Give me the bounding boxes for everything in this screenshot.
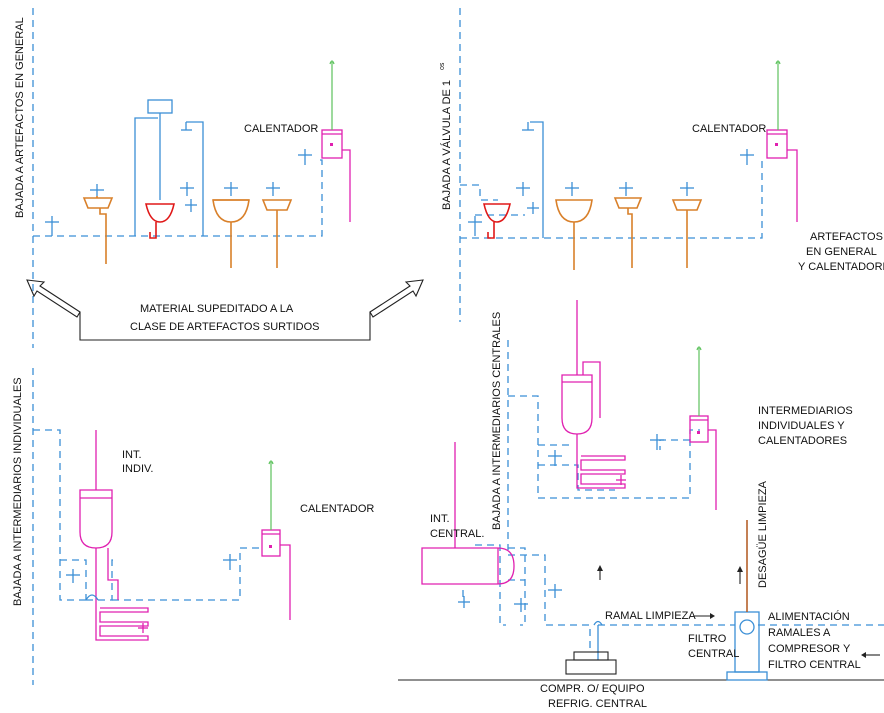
quadrant-top-right: CALENTADOR ARTEFACTOS EN GENERAL Y CALEN… bbox=[439, 8, 884, 322]
material-note: MATERIAL SUPEDITADO A LA CLASE DE ARTEFA… bbox=[26, 279, 424, 341]
label-alimentacion-3: COMPRESOR Y bbox=[768, 643, 851, 655]
label-intermediarios-2: INDIVIDUALES Y bbox=[758, 420, 845, 432]
label-bajada-intermediarios-individuales: BAJADA A INTERMEDIARIOS INDIVIDUALES bbox=[12, 377, 24, 606]
label-int-indiv-2: INDIV. bbox=[122, 463, 153, 475]
branch-valvula bbox=[460, 159, 763, 239]
quadrant-bottom-right: INTERMEDIARIOS INDIVIDUALES Y CALENTADOR… bbox=[398, 300, 884, 710]
int-central-unit bbox=[421, 442, 515, 585]
label-calentador-2: CALENTADOR bbox=[692, 123, 766, 135]
compressor-unit bbox=[565, 565, 617, 675]
label-artefactos-2: EN GENERAL bbox=[806, 246, 877, 258]
label-int-indiv-1: INT. bbox=[122, 449, 142, 461]
label-bajada-artefactos: BAJADA A ARTEFACTOS EN GENERAL bbox=[14, 17, 26, 218]
washbasin-4 bbox=[555, 199, 593, 270]
quadrant-top-left: CALENTADOR BAJADA A ARTEFACTOS EN GENERA… bbox=[14, 8, 351, 348]
heater-1 bbox=[321, 60, 351, 222]
washbasin-2 bbox=[212, 199, 250, 268]
label-filtro-1: FILTRO bbox=[688, 633, 727, 645]
label-artefactos-3: Y CALENTADORES bbox=[798, 261, 884, 273]
label-artefactos-1: ARTEFACTOS bbox=[810, 231, 883, 243]
label-int-central-1: INT. bbox=[430, 513, 450, 525]
label-int-central-2: CENTRAL. bbox=[430, 528, 484, 540]
arrow-left bbox=[26, 279, 81, 318]
label-alimentacion-2: RAMALES A bbox=[768, 627, 831, 639]
washbasin-3 bbox=[261, 199, 293, 268]
heater-2 bbox=[766, 60, 798, 222]
label-compr-1: COMPR. O/ EQUIPO bbox=[540, 683, 645, 695]
flush-tank bbox=[147, 99, 173, 114]
label-compr-2: REFRIG. CENTRAL bbox=[548, 698, 647, 710]
label-intermediarios-3: CALENTADORES bbox=[758, 435, 847, 447]
valve-marks bbox=[45, 149, 312, 236]
label-bajada-valvula: BAJADA A VÁLVULA DE 1 bbox=[440, 80, 453, 210]
filter-unit bbox=[726, 520, 768, 681]
washbasin-6 bbox=[671, 199, 703, 268]
washbasin-1 bbox=[82, 196, 114, 264]
label-material-1: MATERIAL SUPEDITADO A LA bbox=[140, 303, 294, 315]
label-alimentacion-4: FILTRO CENTRAL bbox=[768, 659, 861, 671]
int-indiv-unit-2 bbox=[561, 300, 626, 489]
label-bajada-valvula-sup: os bbox=[439, 62, 446, 70]
arrow-right bbox=[369, 279, 424, 318]
label-filtro-2: CENTRAL bbox=[688, 648, 739, 660]
heater-4 bbox=[689, 346, 717, 510]
label-ramal-limpieza: RAMAL LIMPIEZA bbox=[605, 610, 696, 622]
valve-marks-4 bbox=[458, 434, 664, 612]
label-calentador-3: CALENTADOR bbox=[300, 503, 374, 515]
label-calentador-1: CALENTADOR bbox=[244, 123, 318, 135]
valve-marks-3 bbox=[66, 554, 237, 583]
toilet-2 bbox=[483, 203, 511, 239]
note-bracket bbox=[79, 312, 371, 341]
label-alimentacion-1: ALIMENTACIÓN bbox=[768, 610, 850, 623]
int-indiv-unit bbox=[79, 430, 149, 641]
shower-pipe bbox=[186, 121, 204, 236]
shower-pipe-2 bbox=[530, 121, 544, 238]
heater-3 bbox=[261, 460, 291, 620]
branch-artefactos bbox=[33, 159, 323, 237]
label-material-2: CLASE DE ARTEFACTOS SURTIDOS bbox=[130, 321, 320, 333]
washbasin-5 bbox=[613, 197, 643, 268]
toilet-1 bbox=[145, 203, 175, 239]
quadrant-bottom-left: INT. INDIV. CALENTADOR BAJADA A INTERMED… bbox=[12, 368, 374, 685]
label-intermediarios-1: INTERMEDIARIOS bbox=[758, 405, 853, 417]
label-desague-limpieza: DESAGÜE LIMPIEZA bbox=[757, 480, 769, 588]
valve-marks-2 bbox=[468, 149, 754, 236]
tank-supply bbox=[134, 117, 158, 236]
label-bajada-intermediarios-centrales: BAJADA A INTERMEDIARIOS CENTRALES bbox=[491, 312, 503, 530]
